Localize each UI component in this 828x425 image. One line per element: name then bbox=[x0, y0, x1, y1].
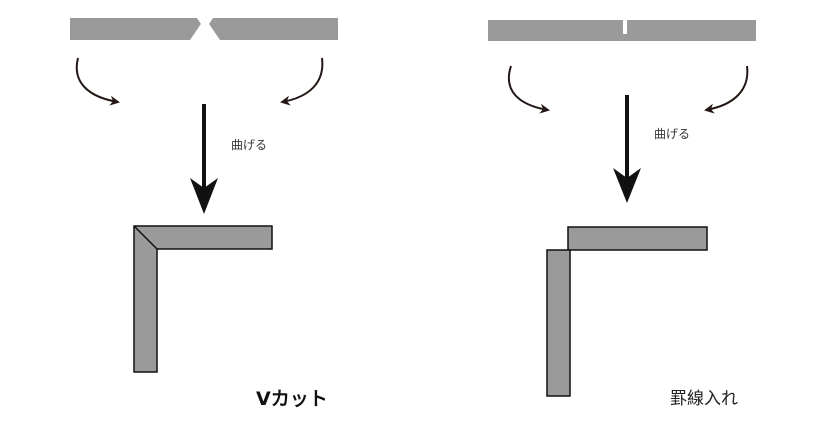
v-cut-mitre-line bbox=[133, 225, 158, 250]
bend-curved-arrow-right bbox=[280, 57, 324, 106]
v-cut-bent-board bbox=[133, 225, 273, 373]
v-cut-flat-board-fill-right bbox=[220, 18, 338, 40]
v-groove-notch bbox=[190, 18, 220, 40]
score-bent-board-vertical bbox=[546, 249, 571, 397]
bend-curved-arrow-right-2 bbox=[704, 65, 749, 114]
bend-curved-arrow-left bbox=[75, 57, 120, 106]
score-line-label: 罫線入れ bbox=[670, 389, 738, 409]
score-bent-board-horizontal bbox=[567, 226, 708, 251]
bend-label: 曲げる bbox=[231, 138, 267, 152]
v-cut-flat-board-fill bbox=[70, 18, 190, 40]
down-arrow-head bbox=[190, 178, 218, 214]
v-cut-label: Vカット bbox=[256, 388, 328, 410]
v-cut-panel: 曲げる Vカット bbox=[70, 18, 338, 410]
score-groove-base bbox=[623, 34, 627, 41]
score-flat-board-left bbox=[488, 20, 623, 41]
bend-curved-arrow-left-2 bbox=[507, 65, 550, 114]
down-arrow-head-2 bbox=[613, 168, 641, 203]
score-line-panel: 曲げる 罫線入れ bbox=[488, 20, 756, 409]
bend-label-2: 曲げる bbox=[654, 127, 690, 141]
score-groove-slit bbox=[623, 20, 627, 34]
score-flat-board-right bbox=[627, 20, 756, 41]
